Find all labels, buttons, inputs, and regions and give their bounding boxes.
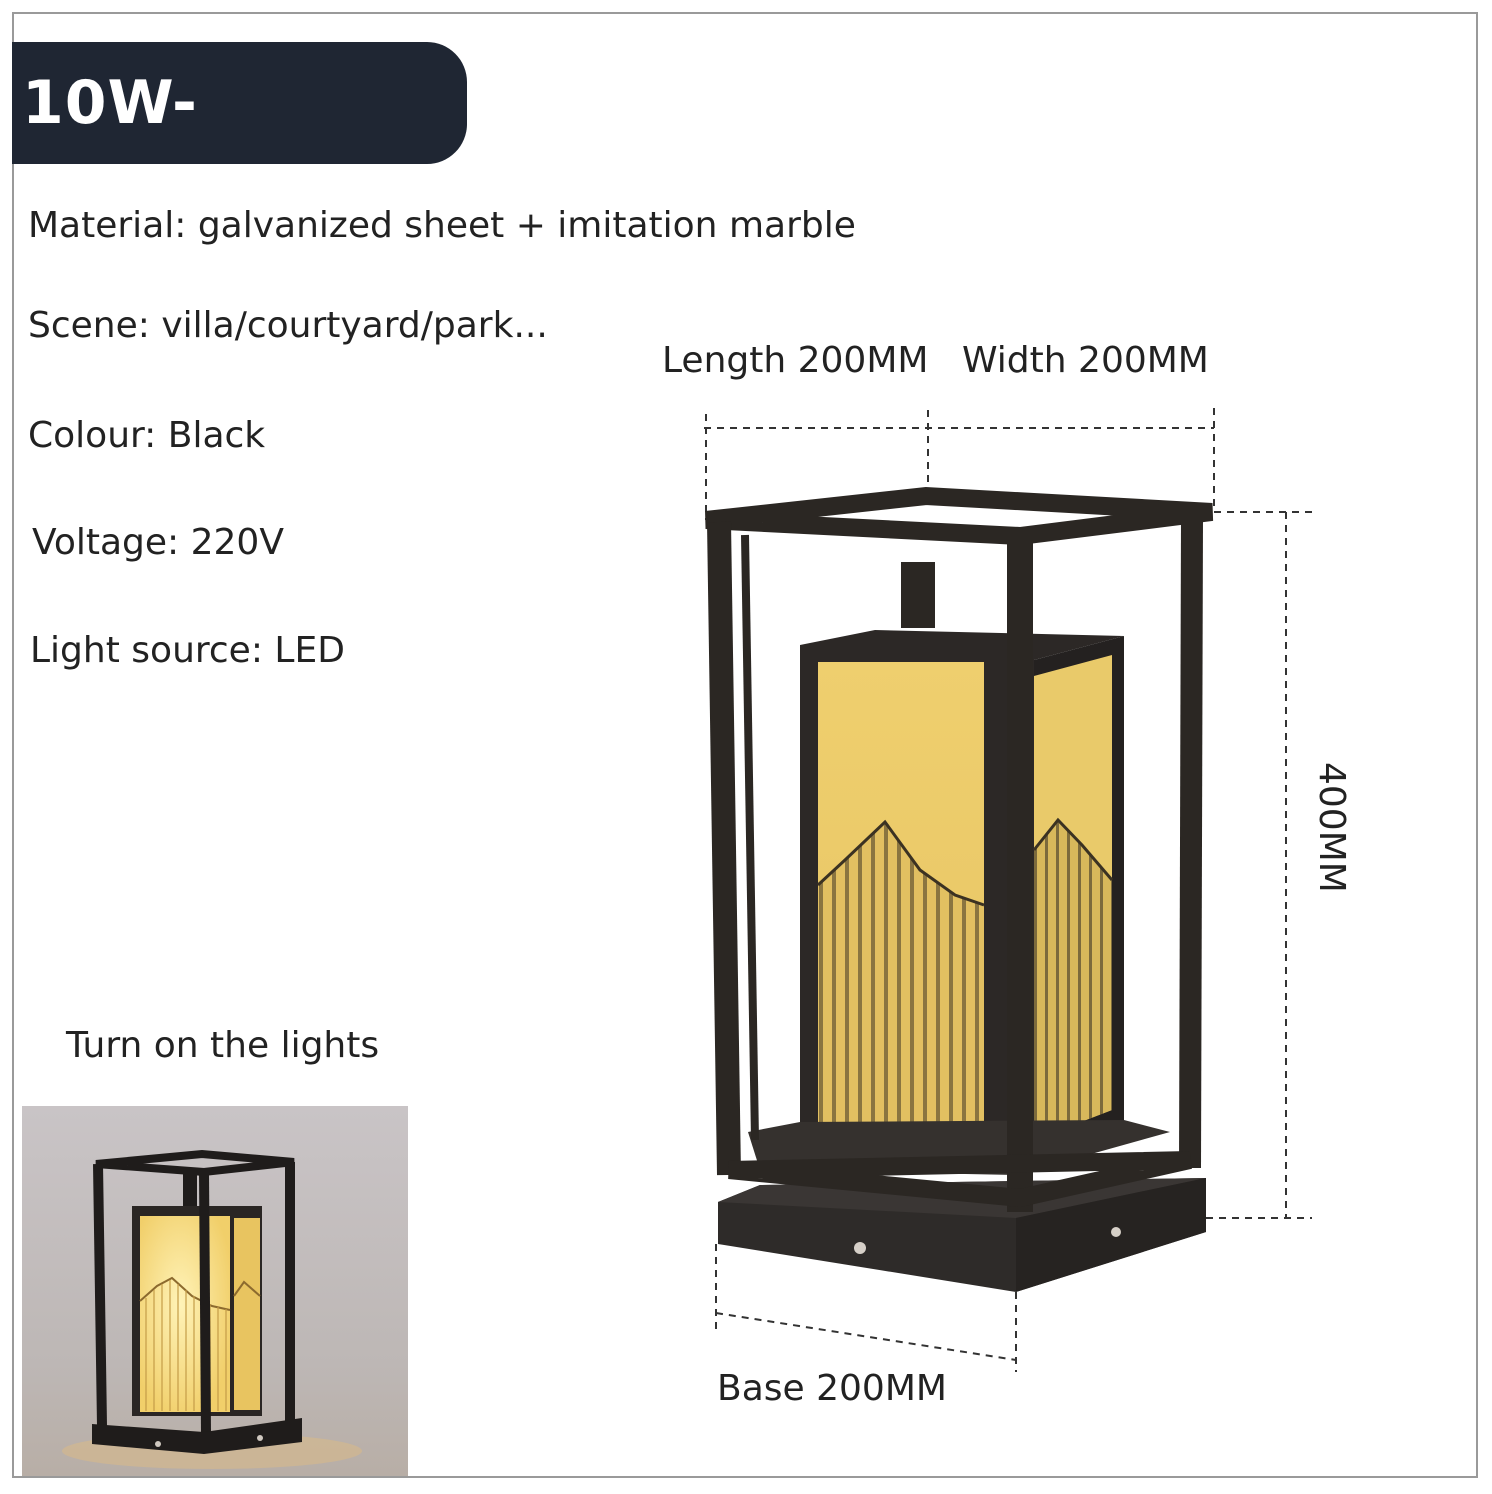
spec-light-source: Light source: LED xyxy=(30,630,345,671)
power-height-badge: 10W-H400mm xyxy=(12,42,467,260)
lit-lamp-photo xyxy=(22,1106,408,1476)
lamp-cage xyxy=(705,486,1214,1212)
spec-voltage: Voltage: 220V xyxy=(32,522,284,563)
length-label: Length 200MM xyxy=(662,340,929,381)
lamp-shade xyxy=(748,630,1170,1175)
preview-caption: Turn on the lights xyxy=(66,1025,380,1066)
image-border xyxy=(12,12,1478,1478)
width-label: Width 200MM xyxy=(962,340,1209,381)
dimension-lines xyxy=(704,408,1314,1372)
base-label: Base 200MM xyxy=(717,1368,947,1409)
spec-scene: Scene: villa/courtyard/park... xyxy=(28,305,548,346)
screw-icon xyxy=(854,1242,866,1254)
spec-colour: Colour: Black xyxy=(28,415,266,456)
spec-material: Material: galvanized sheet + imitation m… xyxy=(28,205,856,246)
screw-icon xyxy=(1111,1227,1121,1237)
